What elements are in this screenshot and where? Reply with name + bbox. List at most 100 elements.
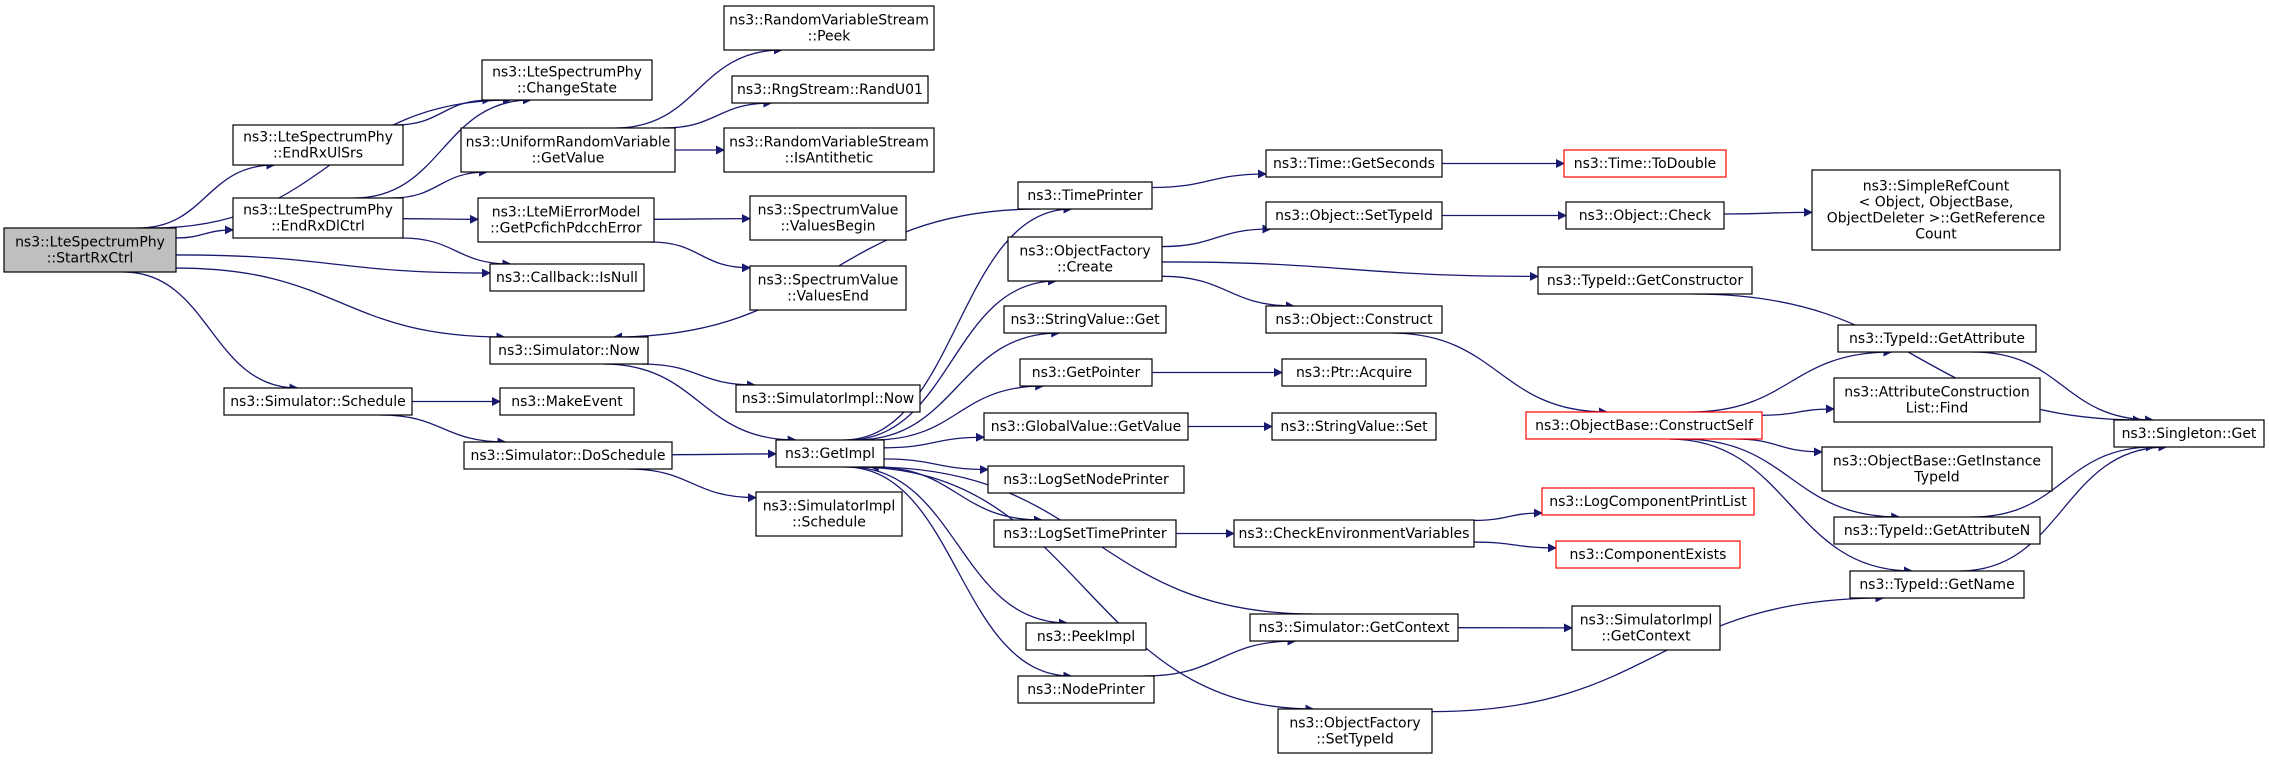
node-label: ns3::Simulator::Schedule — [230, 394, 406, 410]
node-objconstruct[interactable]: ns3::Object::Construct — [1265, 305, 1443, 334]
node-schedule[interactable]: ns3::Simulator::Schedule — [223, 387, 413, 416]
node-label: ns3::GlobalValue::GetValue — [991, 419, 1181, 435]
edge-endrxulsrs-to-changestate — [394, 95, 492, 126]
node-objcheck[interactable]: ns3::Object::Check — [1565, 201, 1725, 230]
node-logcomponentprintlist[interactable]: ns3::LogComponentPrintList — [1541, 487, 1755, 516]
node-doschedule[interactable]: ns3::Simulator::DoSchedule — [463, 441, 673, 470]
edge-typeidgetattribute-to-singletonget — [1972, 351, 2155, 425]
edge-root-to-isnull — [175, 254, 491, 278]
edge-root-to-endrxdlctrl — [175, 225, 234, 239]
node-label: ::Peek — [808, 29, 852, 45]
node-nodeprinter[interactable]: ns3::NodePrinter — [1017, 675, 1155, 704]
node-box — [1811, 169, 2061, 251]
node-urvgetvalue[interactable]: ns3::UniformRandomVariable::GetValue — [460, 127, 676, 173]
node-changestate[interactable]: ns3::LteSpectrumPhy::ChangeState — [481, 59, 653, 101]
edge-endrxdlctrl-to-changestate — [354, 95, 532, 199]
node-valuesbegin[interactable]: ns3::SpectrumValue::ValuesBegin — [749, 195, 907, 241]
node-makeevent[interactable]: ns3::MakeEvent — [499, 387, 635, 416]
node-ofsettypeid[interactable]: ns3::ObjectFactory::SetTypeId — [1277, 708, 1433, 754]
node-label: ObjectDeleter >::GetReference — [1827, 211, 2045, 227]
node-typeidgetattribute[interactable]: ns3::TypeId::GetAttribute — [1837, 324, 2037, 353]
node-box — [983, 412, 1189, 441]
edge-getimpl-to-logsettimeprinter — [873, 466, 1043, 525]
node-stringvalueget[interactable]: ns3::StringValue::Get — [1003, 305, 1167, 334]
node-label: < Object, ObjectBase, — [1859, 195, 2014, 211]
node-simplerefcount[interactable]: ns3::SimpleRefCount< Object, ObjectBase,… — [1811, 169, 2061, 251]
node-ofcreate[interactable]: ns3::ObjectFactory::Create — [1007, 236, 1163, 282]
node-randu01[interactable]: ns3::RngStream::RandU01 — [731, 75, 929, 104]
node-box — [723, 5, 935, 51]
node-box — [1277, 708, 1433, 754]
node-label: ns3::SpectrumValue — [758, 203, 899, 219]
node-gvgetvalue[interactable]: ns3::GlobalValue::GetValue — [983, 412, 1189, 441]
node-now[interactable]: ns3::Simulator::Now — [489, 336, 649, 365]
node-valuesend[interactable]: ns3::SpectrumValue::ValuesEnd — [749, 265, 907, 311]
node-box — [1555, 540, 1741, 569]
node-label: ns3::RngStream::RandU01 — [737, 82, 923, 98]
node-timetodouble[interactable]: ns3::Time::ToDouble — [1563, 149, 1727, 178]
node-simimplnow[interactable]: ns3::SimulatorImpl::Now — [735, 384, 921, 413]
node-box — [1265, 149, 1443, 178]
node-timeprinter[interactable]: ns3::TimePrinter — [1017, 181, 1153, 210]
node-getimpl[interactable]: ns3::GetImpl — [775, 439, 885, 468]
node-ltemierror[interactable]: ns3::LteMiErrorModel::GetPcfichPdcchErro… — [477, 197, 655, 243]
node-label: ::Schedule — [792, 515, 866, 531]
node-label: ns3::ObjectBase::ConstructSelf — [1535, 418, 1754, 434]
node-box — [1821, 446, 2053, 492]
edge-checkenv-to-componentexists — [1473, 541, 1557, 553]
edge-nodeprinter-to-simgetcontext — [1144, 636, 1297, 677]
node-box — [1017, 181, 1153, 210]
node-isantithetic[interactable]: ns3::RandomVariableStream::IsAntithetic — [723, 127, 935, 173]
node-ptracquire[interactable]: ns3::Ptr::Acquire — [1281, 358, 1427, 387]
edge-typeidgetconstructor-to-singletonget — [1692, 293, 2142, 425]
node-simimplgetcontext[interactable]: ns3::SimulatorImpl::GetContext — [1571, 605, 1721, 651]
node-box — [1271, 412, 1437, 441]
node-getpointer[interactable]: ns3::GetPointer — [1019, 358, 1153, 387]
node-endrxulsrs[interactable]: ns3::LteSpectrumPhy::EndRxUlSrs — [232, 124, 404, 166]
node-label: ns3::GetImpl — [785, 446, 875, 462]
node-componentexists[interactable]: ns3::ComponentExists — [1555, 540, 1741, 569]
node-logsetnodeprinter[interactable]: ns3::LogSetNodePrinter — [987, 465, 1185, 494]
edge-constructself-to-attrconstructionlistfind — [1761, 404, 1835, 416]
node-typeidgetconstructor[interactable]: ns3::TypeId::GetConstructor — [1537, 266, 1753, 295]
node-typeidgetname[interactable]: ns3::TypeId::GetName — [1849, 570, 2025, 599]
node-singletonget[interactable]: ns3::Singleton::Get — [2113, 419, 2265, 448]
node-logsettimeprinter[interactable]: ns3::LogSetTimePrinter — [993, 519, 1177, 548]
node-label: ns3::Object::SetTypeId — [1275, 208, 1433, 224]
node-constructself[interactable]: ns3::ObjectBase::ConstructSelf — [1525, 411, 1763, 440]
node-label: ::EndRxUlSrs — [273, 146, 363, 162]
node-box — [1571, 605, 1721, 651]
node-box — [993, 519, 1177, 548]
node-timegetseconds[interactable]: ns3::Time::GetSeconds — [1265, 149, 1443, 178]
node-label: ns3::ObjectBase::GetInstance — [1833, 454, 2041, 470]
node-label: ns3::CheckEnvironmentVariables — [1239, 526, 1470, 542]
node-label: ns3::Callback::IsNull — [496, 270, 638, 286]
node-typeidgetattributen[interactable]: ns3::TypeId::GetAttributeN — [1833, 516, 2041, 545]
node-label: ns3::PeekImpl — [1037, 629, 1135, 645]
edge-endrxdlctrl-to-isnull — [401, 237, 512, 269]
node-rvspeek[interactable]: ns3::RandomVariableStream::Peek — [723, 5, 935, 51]
edge-endrxdlctrl-to-ltemierror — [402, 214, 479, 224]
node-checkenv[interactable]: ns3::CheckEnvironmentVariables — [1233, 519, 1475, 548]
node-simimplschedule[interactable]: ns3::SimulatorImpl::Schedule — [755, 491, 903, 537]
node-objsettypeid[interactable]: ns3::Object::SetTypeId — [1265, 201, 1443, 230]
node-stringvalueset[interactable]: ns3::StringValue::Set — [1271, 412, 1437, 441]
node-box — [489, 336, 649, 365]
node-isnull[interactable]: ns3::Callback::IsNull — [489, 263, 645, 292]
node-box — [731, 75, 929, 104]
edge-now-to-getimpl — [603, 363, 797, 445]
node-peekimpl[interactable]: ns3::PeekImpl — [1025, 622, 1147, 651]
node-simgetcontext[interactable]: ns3::Simulator::GetContext — [1249, 613, 1459, 642]
node-endrxdlctrl[interactable]: ns3::LteSpectrumPhy::EndRxDlCtrl — [232, 197, 404, 239]
node-box — [223, 387, 413, 416]
edge-root-to-endrxulsrs — [137, 160, 276, 229]
node-box — [232, 124, 404, 166]
node-label: ns3::StringValue::Set — [1280, 419, 1428, 435]
node-label: ns3::LteSpectrumPhy — [243, 203, 393, 219]
node-root[interactable]: ns3::LteSpectrumPhy::StartRxCtrl — [3, 227, 177, 273]
edge-urvgetvalue-to-randu01 — [663, 98, 773, 129]
node-label: ns3::UniformRandomVariable — [466, 135, 671, 151]
node-label: ns3::TypeId::GetConstructor — [1547, 273, 1743, 289]
